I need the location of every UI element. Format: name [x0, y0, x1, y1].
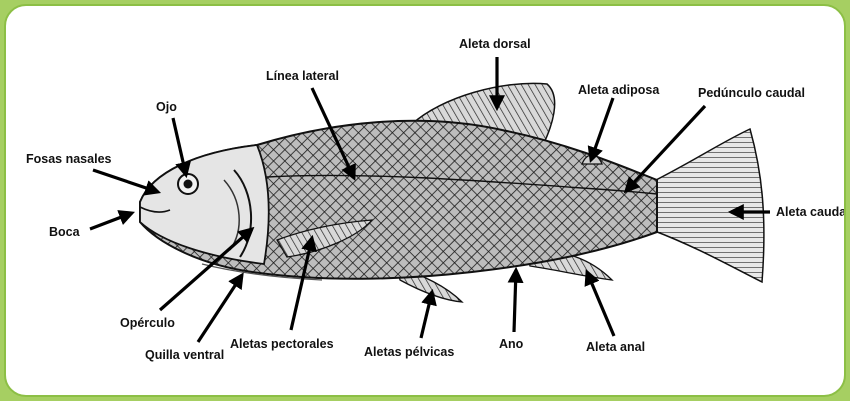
arrow-ano	[514, 270, 516, 332]
label-aleta-dorsal: Aleta dorsal	[459, 37, 531, 51]
arrow-quilla-ventral	[198, 275, 242, 342]
label-aleta-anal: Aleta anal	[586, 340, 645, 354]
arrow-aleta-anal	[587, 272, 614, 336]
fish-diagram: Aleta dorsal Línea lateral Aleta adiposa…	[6, 6, 844, 395]
arrow-boca	[90, 213, 132, 229]
label-aletas-pelvicas: Aletas pélvicas	[364, 345, 454, 359]
label-ano: Ano	[499, 337, 524, 351]
fish-illustration	[140, 83, 764, 302]
arrow-fosas-nasales	[93, 170, 158, 192]
arrow-aleta-adiposa	[591, 98, 613, 160]
label-aletas-pectorales: Aletas pectorales	[230, 337, 334, 351]
label-ojo: Ojo	[156, 100, 177, 114]
label-aleta-caudal: Aleta cauda	[776, 205, 844, 219]
label-aleta-adiposa: Aleta adiposa	[578, 83, 660, 97]
label-boca: Boca	[49, 225, 81, 239]
label-linea-lateral: Línea lateral	[266, 69, 339, 83]
label-operculo: Opérculo	[120, 316, 175, 330]
arrow-aletas-pelvicas	[421, 292, 432, 338]
tail-fin	[652, 129, 764, 282]
label-fosas-nasales: Fosas nasales	[26, 152, 112, 166]
label-quilla-ventral: Quilla ventral	[145, 348, 224, 362]
label-pedunculo-caudal: Pedúnculo caudal	[698, 86, 805, 100]
diagram-frame: Aleta dorsal Línea lateral Aleta adiposa…	[4, 4, 846, 397]
eye-pupil	[184, 180, 193, 189]
